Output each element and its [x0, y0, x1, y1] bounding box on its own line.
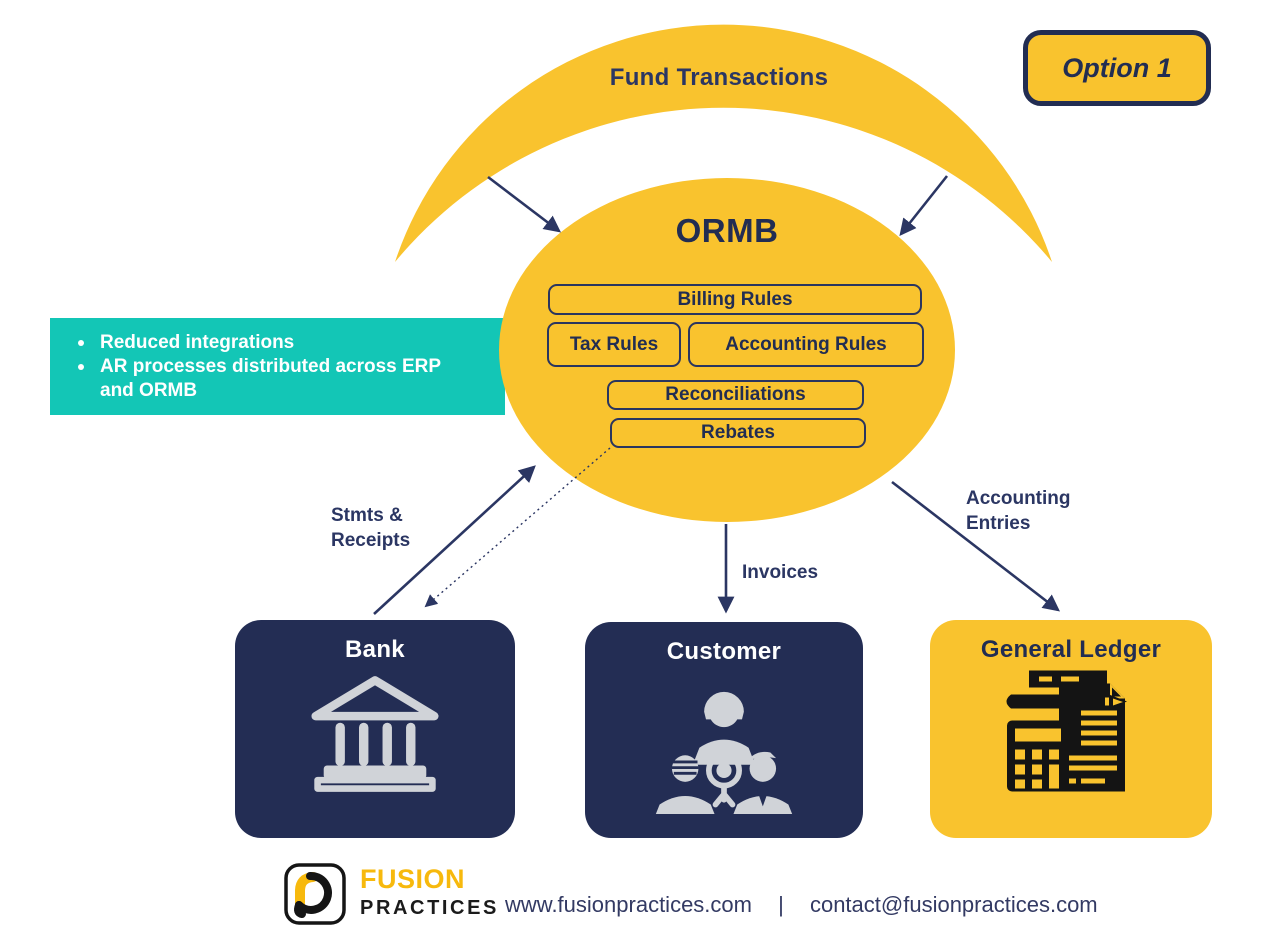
bank-icon	[311, 676, 439, 792]
email-text: contact@fusionpractices.com	[809, 892, 1098, 917]
rule-billing-rules: Billing Rules	[548, 284, 922, 315]
arrow-ormb-to-bank-dotted	[424, 447, 611, 608]
rule-accounting-rules: Accounting Rules	[688, 322, 924, 367]
arrow-fund-to-ormb-left	[487, 175, 562, 233]
fusion-practices-logo-icon	[284, 863, 346, 925]
callout-bullet: Reduced integrations	[78, 331, 491, 355]
brand-secondary-text: PRACTICES	[360, 897, 499, 919]
ledger-calculator-icon	[1006, 670, 1127, 792]
flow-label-stmts-receipts: Stmts & Receipts	[331, 505, 411, 551]
bank-node-title: Bank	[345, 636, 405, 663]
footer: FUSION PRACTICES www.fusionpractices.com…	[0, 856, 1280, 936]
general-ledger-node: General Ledger	[930, 620, 1212, 838]
customers-icon	[655, 691, 793, 814]
brand-primary-text: FUSION	[360, 864, 466, 894]
option-badge: Option 1	[1023, 30, 1211, 106]
customer-node-title: Customer	[666, 638, 782, 665]
rule-rebates: Rebates	[610, 418, 866, 448]
contact-separator: |	[778, 892, 784, 917]
flow-label-accounting-entries: Accounting Entries	[966, 488, 1071, 534]
bullet-dot-icon	[78, 340, 84, 346]
callout-bullet-text: AR processes distributed across ERP and …	[100, 356, 441, 401]
flow-label-invoices: Invoices	[742, 562, 819, 583]
arrow-fund-to-ormb-right	[899, 175, 949, 236]
benefits-callout: Reduced integrations AR processes distri…	[50, 318, 505, 415]
rule-tax-rules: Tax Rules	[547, 322, 681, 367]
ormb-title: ORMB	[675, 212, 779, 249]
fund-transactions-label: Fund Transactions	[609, 64, 829, 91]
bank-node: Bank	[235, 620, 515, 838]
contact-line: www.fusionpractices.com | contact@fusion…	[505, 892, 1098, 918]
website-text: www.fusionpractices.com	[505, 892, 752, 917]
general-ledger-node-title: General Ledger	[980, 636, 1162, 663]
customer-node: Customer	[585, 622, 863, 838]
callout-bullet: AR processes distributed across ERP and …	[78, 355, 491, 403]
bullet-dot-icon	[78, 364, 84, 370]
rule-reconciliations: Reconciliations	[607, 380, 864, 410]
brand-wordmark: FUSION PRACTICES	[360, 864, 499, 919]
callout-bullet-text: Reduced integrations	[100, 332, 295, 353]
